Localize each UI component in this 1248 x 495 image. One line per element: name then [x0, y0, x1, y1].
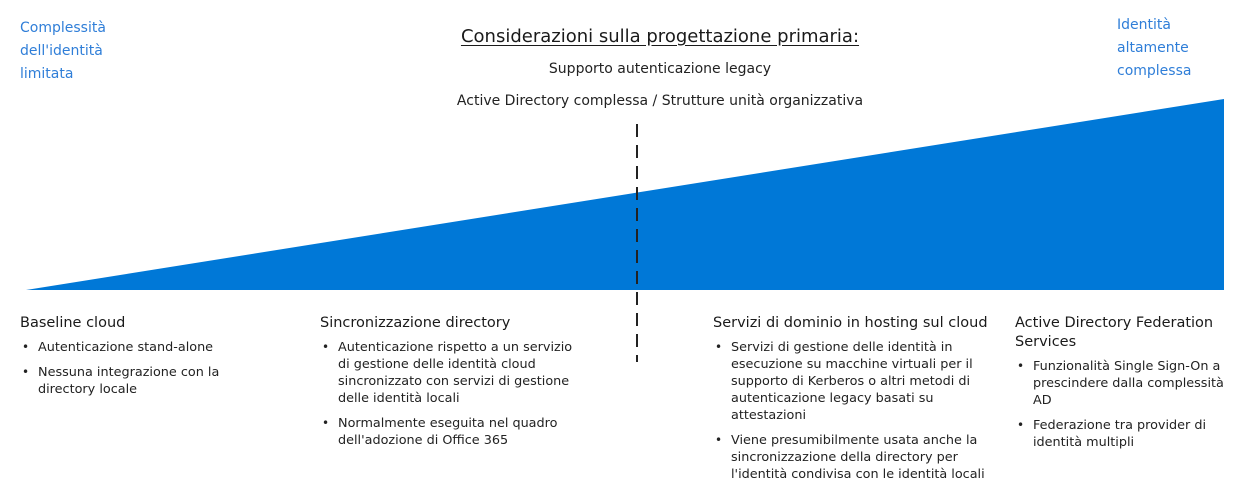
low-complexity-line: Complessità	[20, 20, 106, 36]
list-item: • Federazione tra provider di identità mu…	[1015, 417, 1240, 451]
list-item-text: Autenticazione stand-alone	[38, 340, 214, 355]
consideration-complex-ad: Active Directory complessa / Strutture u…	[456, 93, 864, 109]
list-item-text: Viene presumibilmente usata anche la sin…	[731, 433, 985, 482]
bullet-icon: •	[22, 365, 30, 379]
bullet-list: • Autenticazione rispetto a un servizio d…	[320, 339, 585, 449]
complexity-wedge	[26, 99, 1224, 290]
list-item: • Autenticazione rispetto a un servizio d…	[320, 339, 585, 407]
list-item: • Normalmente eseguita nel quadro dell'ad…	[320, 415, 585, 449]
list-item: • Funzionalità Single Sign-On a prescinde…	[1015, 358, 1240, 409]
column-title: Servizi di dominio in hosting sul cloud	[713, 315, 988, 331]
column-title: Sincronizzazione directory	[320, 315, 511, 331]
column-title: Baseline cloud	[20, 315, 126, 331]
bullet-icon: •	[322, 416, 330, 430]
list-item-text: Nessuna integrazione con la directory lo…	[38, 365, 220, 397]
high-complexity-line: altamente	[1117, 40, 1189, 56]
list-item-text: Federazione tra provider di identità mul…	[1033, 418, 1207, 450]
column-baseline-cloud: Baseline cloud • Autenticazione stand-alo…	[20, 314, 235, 406]
high-complexity-line: Identità	[1117, 17, 1171, 33]
bullet-icon: •	[1017, 418, 1025, 432]
list-item: • Nessuna integrazione con la directory l…	[20, 364, 235, 398]
low-complexity-label: Complessità dell'identità limitata	[20, 17, 130, 86]
high-complexity-line: complessa	[1117, 63, 1192, 79]
bullet-icon: •	[715, 340, 723, 354]
bullet-list: • Funzionalità Single Sign-On a prescinde…	[1015, 358, 1240, 451]
column-adfs: Active Directory Federation Services • Fu…	[1015, 314, 1240, 459]
bullet-icon: •	[1017, 359, 1025, 373]
bullet-list: • Autenticazione stand-alone • Nessuna int…	[20, 339, 235, 398]
low-complexity-line: limitata	[20, 66, 74, 82]
high-complexity-label: Identità altamente complessa	[1117, 14, 1237, 83]
list-item: • Autenticazione stand-alone	[20, 339, 235, 356]
list-item-text: Servizi di gestione delle identità in es…	[731, 340, 973, 423]
bullet-icon: •	[22, 340, 30, 354]
list-item: • Viene presumibilmente usata anche la si…	[713, 432, 998, 483]
column-directory-sync: Sincronizzazione directory • Autenticazio…	[320, 314, 585, 457]
column-title: Active Directory Federation Services	[1015, 315, 1214, 350]
design-considerations-header: Considerazioni sulla progettazione prima…	[380, 24, 940, 110]
column-cloud-hosted-domain-services: Servizi di dominio in hosting sul cloud …	[713, 314, 998, 491]
list-item: • Servizi di gestione delle identità in e…	[713, 339, 998, 424]
consideration-legacy-auth: Supporto autenticazione legacy	[548, 61, 772, 77]
list-item-text: Autenticazione rispetto a un servizio di…	[338, 340, 573, 406]
bullet-icon: •	[322, 340, 330, 354]
list-item-text: Funzionalità Single Sign-On a prescinder…	[1033, 359, 1224, 408]
low-complexity-line: dell'identità	[20, 43, 103, 59]
page-title: Considerazioni sulla progettazione prima…	[460, 26, 860, 47]
list-item-text: Normalmente eseguita nel quadro dell'ado…	[338, 416, 558, 448]
bullet-icon: •	[715, 433, 723, 447]
bullet-list: • Servizi di gestione delle identità in e…	[713, 339, 998, 483]
